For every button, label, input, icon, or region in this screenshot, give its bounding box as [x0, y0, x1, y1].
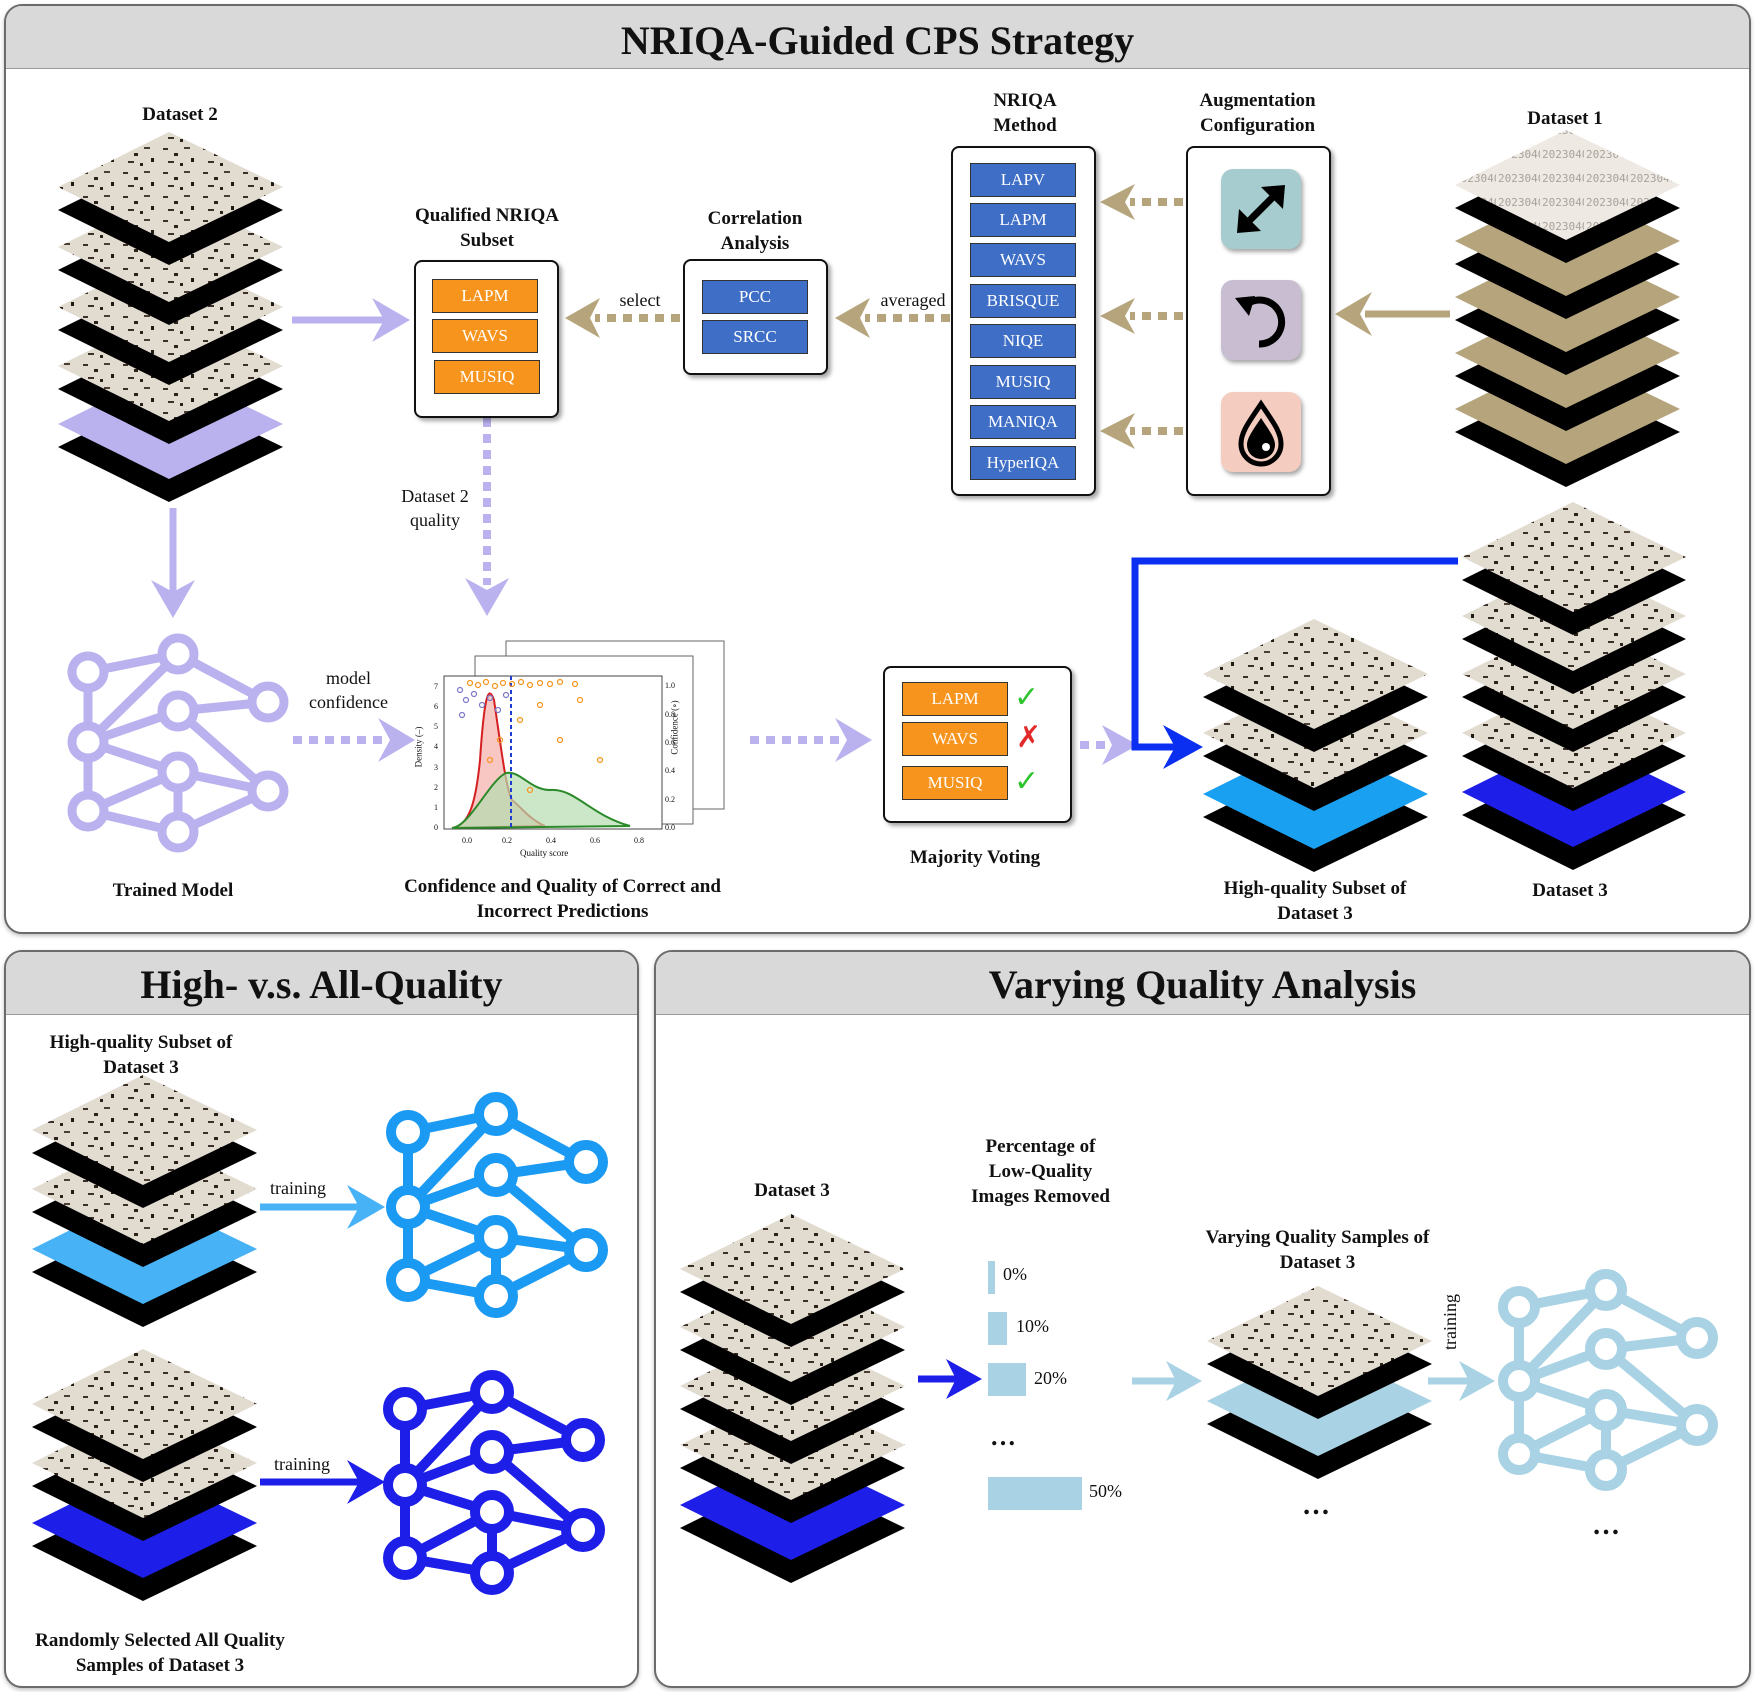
- pct-50: 50%: [1089, 1481, 1122, 1501]
- select-label: select: [619, 290, 661, 310]
- correlation-item-pcc: PCC: [702, 280, 808, 314]
- hq-subset-label-2: High-quality Subset of Dataset 3: [49, 1032, 233, 1078]
- plot-x-tick-0: 0.0: [462, 836, 472, 845]
- majority-voting-label: Majority Voting: [909, 847, 1041, 868]
- qualified-item-wavs: WAVS: [432, 319, 538, 353]
- hq-trained-network: [386, 1092, 608, 1318]
- cross-mark-icon: ✗: [1016, 720, 1042, 755]
- correlation-box: [683, 259, 828, 375]
- qualified-item-lapm: LAPM: [432, 279, 538, 313]
- varying-quality-stack: [1207, 1286, 1432, 1479]
- dataset3-label: Dataset 3: [1532, 880, 1608, 901]
- dataset1-stack: [1455, 130, 1680, 487]
- voting-item-wavs: WAVS: [902, 722, 1008, 756]
- nriqa-item-niqe: NIQE: [970, 324, 1076, 358]
- trained-model-network: [67, 633, 289, 853]
- plot-y-tick-3: 3: [434, 763, 438, 772]
- voting-item-lapm: LAPM: [902, 682, 1008, 716]
- random-all-stack: [32, 1349, 257, 1601]
- pct-10: 10%: [1016, 1316, 1049, 1336]
- nriqa-item-hyperiqa: HyperIQA: [970, 446, 1076, 480]
- trained-model-label: Trained Model: [112, 880, 234, 901]
- plot-right-tick-5: 1.0: [665, 681, 675, 690]
- averaged-label: averaged: [880, 290, 946, 310]
- dataset3-stack: [1462, 502, 1686, 870]
- plot-xlabel: Quality score: [520, 848, 569, 858]
- training-label-3: training: [1440, 1294, 1460, 1350]
- high-vs-all-title: High- v.s. All-Quality: [6, 952, 637, 1015]
- pct-20: 20%: [1034, 1368, 1067, 1388]
- resize-arrow-icon: [1221, 169, 1301, 249]
- plot-x-tick-2: 0.4: [546, 836, 556, 845]
- check-mark-icon-2: ✓: [1014, 764, 1040, 799]
- varying-quality-title: Varying Quality Analysis: [656, 952, 1749, 1015]
- plot-right-tick-2: 0.4: [665, 766, 675, 775]
- random-all-label: Randomly Selected All Quality Samples of…: [35, 1630, 285, 1676]
- plot-y-tick-6: 6: [434, 702, 438, 711]
- training-label-1: training: [270, 1178, 326, 1198]
- correlation-item-srcc: SRCC: [702, 320, 808, 354]
- qualified-item-musiq: MUSIQ: [434, 360, 540, 394]
- plot-y-tick-0: 0: [434, 823, 438, 832]
- pct-0: 0%: [1003, 1264, 1027, 1284]
- plot-right-tick-4: 0.8: [665, 710, 675, 719]
- hq-subset-label: High-quality Subset of Dataset 3: [1223, 878, 1407, 924]
- all-trained-network: [383, 1370, 605, 1595]
- plot-right-tick-1: 0.2: [665, 795, 675, 804]
- plot-ylabel: Density (–): [413, 726, 424, 768]
- dataset2-stack: [58, 132, 283, 502]
- varying-quality-label: Varying Quality Samples of Dataset 3: [1205, 1227, 1430, 1273]
- plot-x-tick-4: 0.8: [634, 836, 644, 845]
- plot-x-tick-3: 0.6: [590, 836, 600, 845]
- rotate-arrow-icon: [1221, 280, 1301, 360]
- ellipsis-2: …: [1592, 1510, 1620, 1541]
- plot-right-tick-0: 0.0: [665, 823, 675, 832]
- percent-bars: [988, 1261, 1082, 1510]
- plot-y-tick-2: 2: [434, 783, 438, 792]
- dataset2-quality-label: Dataset 2 quality: [401, 486, 469, 530]
- plot-y-tick-7: 7: [434, 682, 438, 691]
- plot-x-tick-1: 0.2: [502, 836, 512, 845]
- cps-strategy-panel: NRIQA-Guided CPS Strategy: [4, 4, 1751, 934]
- correlation-title: Correlation Analysis: [707, 208, 803, 254]
- model-confidence-label: model confidence: [309, 668, 388, 712]
- plot-y-tick-1: 1: [434, 803, 438, 812]
- percentage-title: Percentage of Low-Quality Images Removed: [971, 1136, 1110, 1207]
- check-mark-icon: ✓: [1014, 680, 1040, 715]
- nriqa-item-lapv: LAPV: [970, 163, 1076, 197]
- varying-trained-network: [1498, 1269, 1718, 1491]
- plot-right-tick-3: 0.6: [665, 738, 675, 747]
- cps-strategy-title: NRIQA-Guided CPS Strategy: [6, 6, 1749, 69]
- nriqa-box: [951, 146, 1096, 496]
- plot-y-tick-4: 4: [434, 742, 438, 751]
- dataset2-label: Dataset 2: [142, 104, 218, 125]
- voting-item-musiq: MUSIQ: [902, 766, 1008, 800]
- nriqa-item-musiq: MUSIQ: [970, 365, 1076, 399]
- training-label-2: training: [274, 1454, 330, 1474]
- nriqa-item-lapm: LAPM: [970, 203, 1076, 237]
- dataset1-label: Dataset 1: [1527, 108, 1603, 129]
- qualified-subset-title: Qualified NRIQA Subset: [414, 205, 560, 251]
- ellipsis-1: …: [1302, 1490, 1330, 1521]
- nriqa-title: NRIQA Method: [993, 90, 1057, 136]
- pct-ellipsis: …: [990, 1422, 1016, 1451]
- hq-subset-stack: [1203, 619, 1428, 872]
- ink-drop-icon: [1221, 392, 1301, 472]
- augmentation-title: Augmentation Configuration: [1199, 90, 1316, 136]
- nriqa-item-wavs: WAVS: [970, 243, 1076, 277]
- dataset3-stack-2: [680, 1214, 905, 1583]
- hq-subset-stack-2: [32, 1075, 257, 1327]
- plot-y-tick-5: 5: [434, 722, 438, 731]
- nriqa-item-brisque: BRISQUE: [970, 284, 1076, 318]
- confidence-quality-plot: [443, 640, 725, 830]
- nriqa-item-maniqa: MANIQA: [970, 405, 1076, 439]
- dataset3-label-2: Dataset 3: [754, 1180, 830, 1201]
- confidence-caption: Confidence and Quality of Correct and In…: [404, 876, 721, 922]
